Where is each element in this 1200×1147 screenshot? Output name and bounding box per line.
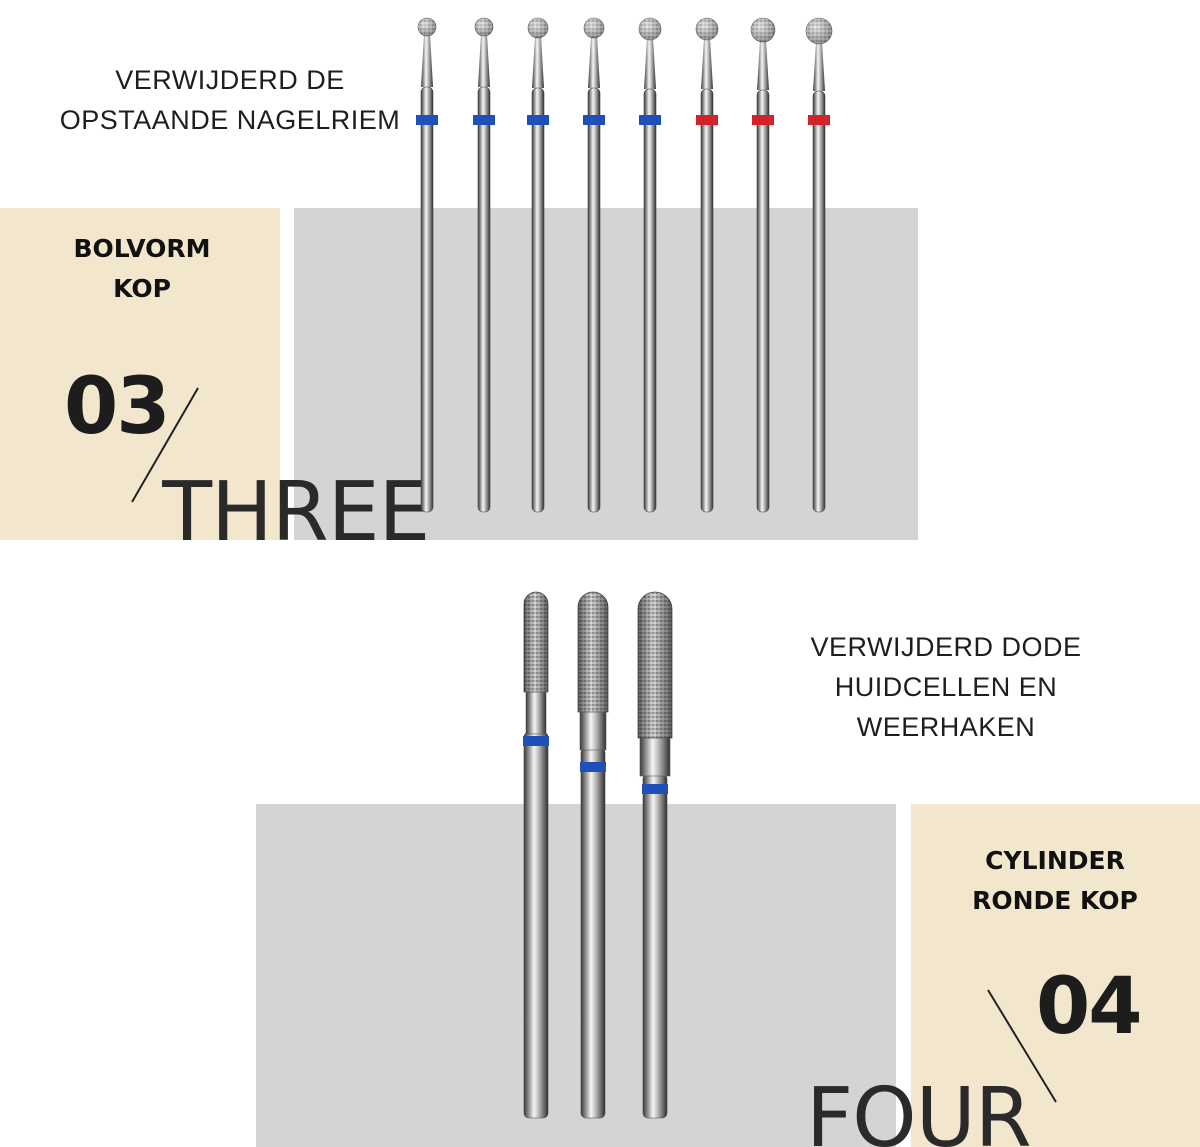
cylinder-bur-1 xyxy=(523,591,549,1119)
number-four: 04 xyxy=(1036,962,1143,1052)
bur-shank xyxy=(700,88,714,513)
bur-band xyxy=(473,115,495,125)
ball-bur-6 xyxy=(695,17,719,513)
ball-bur-7 xyxy=(750,17,776,513)
bur-head-shine xyxy=(806,18,832,44)
bur-band xyxy=(752,115,774,125)
ball-bur-3 xyxy=(527,17,549,513)
bur-neck xyxy=(701,38,713,89)
bur-group-four xyxy=(523,591,673,1119)
grey-panel-four xyxy=(256,804,896,1147)
bur-band xyxy=(583,115,605,125)
bur-shank xyxy=(523,731,549,1119)
bur-head-shine xyxy=(475,18,493,36)
bur-band xyxy=(523,736,549,746)
bur-band xyxy=(642,784,668,794)
ball-bur-4 xyxy=(583,17,605,513)
bur-group-three xyxy=(416,17,833,513)
ball-bur-2 xyxy=(473,17,495,513)
bur-shank xyxy=(477,86,491,513)
bur-shank xyxy=(420,86,434,513)
label-three: BOLVORM KOP xyxy=(0,229,284,309)
label-three-line-1: BOLVORM xyxy=(73,234,211,263)
bur-band xyxy=(527,115,549,125)
bur-head-shade xyxy=(524,592,548,692)
bur-shank xyxy=(756,89,770,513)
bur-shank xyxy=(531,87,545,513)
bur-head-shine xyxy=(418,18,436,36)
bur-shank xyxy=(580,747,606,1119)
word-three: THREE xyxy=(162,472,430,540)
description-four: VERWIJDERD DODE HUIDCELLEN EN WEERHAKEN xyxy=(756,627,1136,747)
bur-shank xyxy=(812,90,826,513)
beige-panel-three xyxy=(0,208,280,540)
bur-band xyxy=(639,115,661,125)
description-four-line-3: WEERHAKEN xyxy=(856,712,1036,742)
label-four-line-1: CYLINDER xyxy=(985,846,1125,875)
bur-band xyxy=(580,762,606,772)
ball-bur-8 xyxy=(805,17,833,513)
bur-neck xyxy=(478,34,490,87)
bur-head-shine xyxy=(751,18,775,42)
bur-neck xyxy=(639,735,671,777)
bur-head-shine xyxy=(639,18,661,40)
description-three: VERWIJDERD DE OPSTAANDE NAGELRIEM xyxy=(20,60,440,140)
bur-band xyxy=(808,115,830,125)
bur-shank xyxy=(643,88,657,513)
label-four: CYLINDER RONDE KOP xyxy=(940,841,1170,921)
bur-head-shade xyxy=(638,592,672,738)
number-three: 03 xyxy=(64,362,171,452)
bur-neck xyxy=(525,689,547,735)
bur-neck xyxy=(813,42,825,91)
word-four: FOUR xyxy=(806,1078,1031,1147)
description-four-line-2: HUIDCELLEN EN xyxy=(834,672,1058,702)
bur-neck xyxy=(421,34,433,87)
description-three-line-1: VERWIJDERD DE xyxy=(115,65,345,95)
bur-neck xyxy=(532,36,544,88)
bur-band xyxy=(696,115,718,125)
label-four-line-2: RONDE KOP xyxy=(972,886,1138,915)
cylinder-bur-3 xyxy=(637,591,673,1119)
bur-neck xyxy=(757,40,769,90)
divider-slash-three xyxy=(131,387,199,503)
bur-head-shine xyxy=(584,18,604,38)
bur-shank xyxy=(587,87,601,513)
bur-neck xyxy=(588,36,600,88)
description-three-line-2: OPSTAANDE NAGELRIEM xyxy=(59,105,401,135)
bur-head-shine xyxy=(696,18,718,40)
ball-bur-5 xyxy=(638,17,662,513)
bur-head-shade xyxy=(578,592,608,712)
label-three-line-2: KOP xyxy=(113,274,171,303)
bur-shank xyxy=(642,773,668,1119)
description-four-line-1: VERWIJDERD DODE xyxy=(810,632,1082,662)
bur-head-shine xyxy=(528,18,548,38)
bur-neck xyxy=(579,709,607,751)
ball-bur-1 xyxy=(416,17,438,513)
bur-band xyxy=(416,115,438,125)
beige-panel-four xyxy=(911,804,1200,1147)
divider-slash-four xyxy=(987,989,1057,1103)
cylinder-bur-2 xyxy=(577,591,609,1119)
bur-neck xyxy=(644,38,656,89)
